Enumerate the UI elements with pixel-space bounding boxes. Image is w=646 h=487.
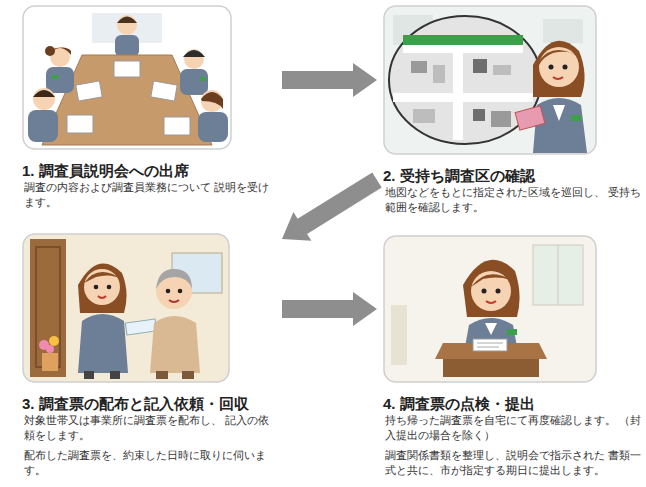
meeting-illustration — [22, 5, 232, 150]
illustration-space — [381, 5, 643, 155]
step-description: 調査関係書類を整理し、説明会で指示された 書類一式と共に、市が指定する期日に提出… — [381, 448, 643, 478]
step-panel: 1. 調査員説明会への出席調査の内容および調査員業務について 説明を受けます。 — [20, 5, 278, 210]
step-panel: 2. 受持ち調査区の確認地図などをもとに指定された区域を巡回し、 受持ち範囲を確… — [381, 5, 643, 215]
step-panel: 3. 調査票の配布と記入依頼・回収対象世帯又は事業所に調査票を配布し、 記入の依… — [20, 233, 278, 478]
flow-arrow — [282, 292, 377, 326]
illustration-space — [20, 233, 278, 383]
illustration-space — [20, 5, 278, 150]
map-illustration — [383, 5, 597, 155]
step-panel: 4. 調査票の点検・提出持ち帰った調査票を自宅にて再度確認します。 （封入提出の… — [381, 235, 643, 478]
step-heading: 3. 調査票の配布と記入依頼・回収 — [20, 395, 278, 413]
step-description: 対象世帯又は事業所に調査票を配布し、 記入の依頼をします。 — [20, 413, 278, 443]
step-heading: 2. 受持ち調査区の確認 — [381, 167, 643, 185]
step-description: 持ち帰った調査票を自宅にて再度確認します。 （封入提出の場合を除く） — [381, 413, 643, 443]
visit-illustration — [22, 233, 230, 383]
step-heading: 1. 調査員説明会への出席 — [20, 162, 278, 180]
desk-illustration — [383, 235, 597, 383]
flow-arrow — [282, 63, 377, 97]
flow-arrow — [282, 172, 382, 240]
step-description: 配布した調査票を、約束した日時に取りに伺います。 — [20, 448, 278, 478]
step-description: 地図などをもとに指定された区域を巡回し、 受持ち範囲を確認します。 — [381, 185, 643, 215]
step-heading: 4. 調査票の点検・提出 — [381, 395, 643, 413]
step-description: 調査の内容および調査員業務について 説明を受けます。 — [20, 180, 278, 210]
illustration-space — [381, 235, 643, 383]
